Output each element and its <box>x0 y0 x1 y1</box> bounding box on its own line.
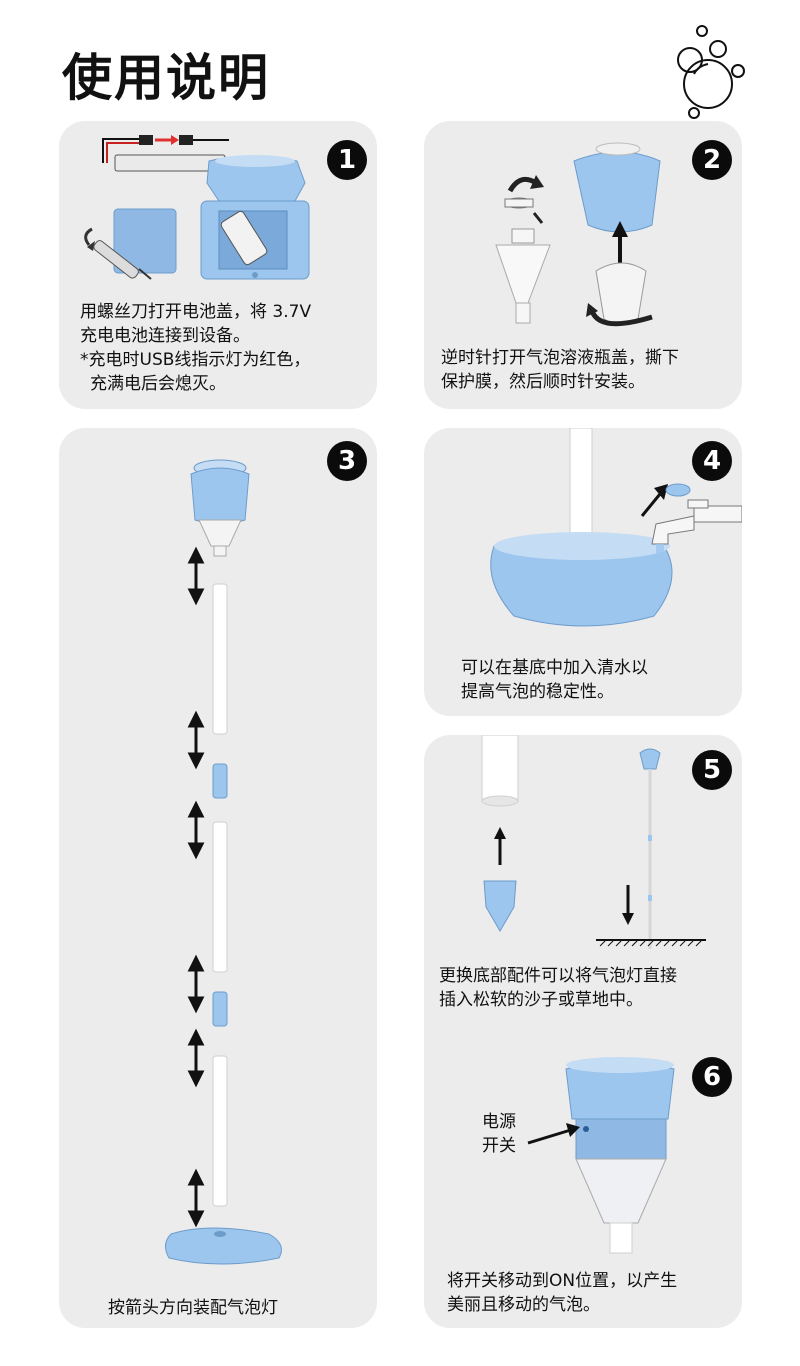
step-4-card: 4 可以在基底中加入清水以 提高气泡的稳定性。 <box>424 428 742 716</box>
step-4-line-1: 可以在基底中加入清水以 <box>461 656 648 680</box>
step-6-line-1: 将开关移动到ON位置，以产生 <box>447 1269 677 1293</box>
step-6-badge: 6 <box>692 1057 732 1097</box>
step-1-line-1: 用螺丝刀打开电池盖，将 3.7V <box>80 300 311 324</box>
page-title: 使用说明 <box>62 38 270 110</box>
step-6-illustration <box>424 735 742 1328</box>
assembly-arrows <box>190 550 202 1224</box>
step-1-line-4: 充满电后会熄灭。 <box>90 372 226 396</box>
step-1-badge: 1 <box>327 140 367 180</box>
switch-label-line-2: 开关 <box>482 1134 516 1158</box>
step-1-line-2: 充电电池连接到设备。 <box>80 324 250 348</box>
arrow-icon <box>528 1129 574 1143</box>
step-2-line-1: 逆时针打开气泡溶液瓶盖，撕下 <box>441 346 679 370</box>
arrow-icon <box>642 494 660 516</box>
step-3-line-1: 按箭头方向装配气泡灯 <box>108 1296 278 1320</box>
step-3-card: 3 按箭头方向装配气泡灯 <box>59 428 377 1328</box>
step-1-card: 1 用螺丝刀打开电池盖，将 3.7V 充电电池连接到设备。 *充电时USB线指示… <box>59 121 377 409</box>
step-2-line-2: 保护膜，然后顺时针安装。 <box>441 370 645 394</box>
bubbles-icon <box>664 22 754 122</box>
step-2-badge: 2 <box>692 140 732 180</box>
step-3-illustration <box>59 428 377 1328</box>
step-4-line-2: 提高气泡的稳定性。 <box>461 680 614 704</box>
step-2-card: 2 逆时针打开气泡溶液瓶盖，撕下 保护膜，然后顺时针安装。 <box>424 121 742 409</box>
switch-label-line-1: 电源 <box>482 1110 516 1134</box>
step-6-line-2: 美丽且移动的气泡。 <box>447 1293 600 1317</box>
step-1-line-3: *充电时USB线指示灯为红色， <box>80 348 310 372</box>
step-5-6-card: 5 更换底部配件可以将气泡灯直接 插入松软的沙子或草地中。 6 电源 开关 将开… <box>424 735 742 1328</box>
step-3-badge: 3 <box>327 441 367 481</box>
step-4-badge: 4 <box>692 441 732 481</box>
